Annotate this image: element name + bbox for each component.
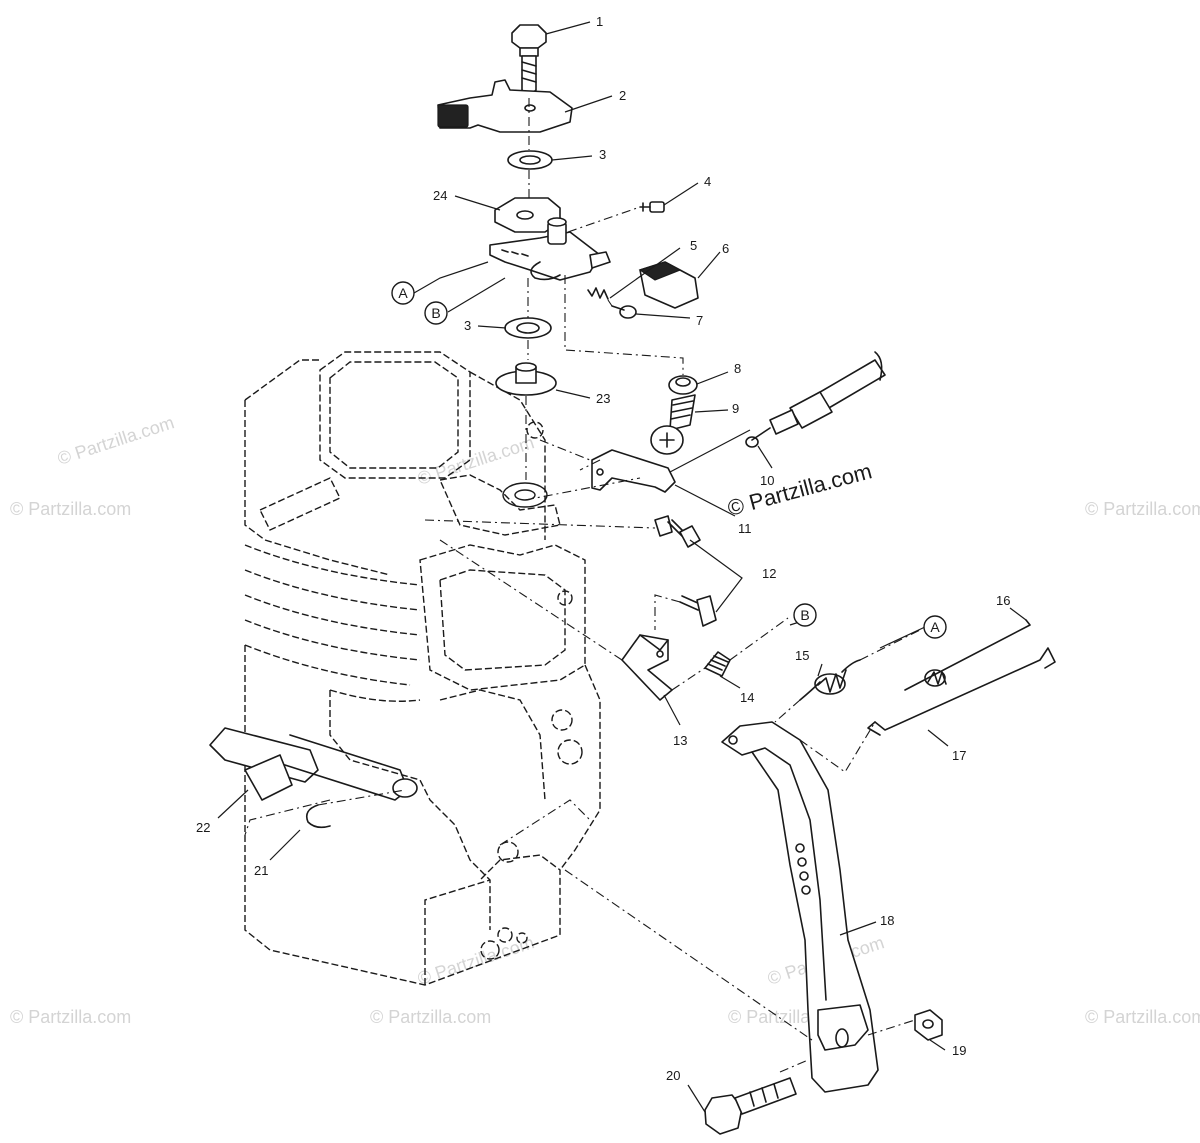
callout-10: 10 — [760, 473, 774, 488]
screw-9 — [650, 394, 696, 455]
bolt-12-lower — [679, 595, 717, 627]
callout-5: 5 — [690, 238, 697, 253]
callout-12: 12 — [762, 566, 776, 581]
lever-plate-2 — [437, 79, 573, 133]
ref-label-b-lower: B — [800, 607, 809, 623]
callout-7: 7 — [696, 313, 703, 328]
callout-17: 17 — [952, 748, 966, 763]
cable-bracket-11 — [591, 449, 676, 493]
callout-3-upper: 3 — [599, 147, 606, 162]
watermark-group: © Partzilla.com © Partzilla.com © Partzi… — [10, 412, 1200, 1027]
spring-15 — [799, 659, 861, 701]
knob-6 — [638, 261, 699, 309]
ref-marker-a-upper: A — [391, 281, 415, 305]
assembly-lines — [244, 98, 921, 1073]
callout-1: 1 — [596, 14, 603, 29]
callout-9: 9 — [732, 401, 739, 416]
bolt-1 — [511, 24, 547, 97]
callout-13: 13 — [673, 733, 687, 748]
callout-24: 24 — [433, 188, 447, 203]
watermark-right-mid: © Partzilla.com — [1085, 499, 1200, 519]
bracket-13 — [621, 634, 673, 701]
engine-block — [244, 351, 601, 986]
ref-marker-b-lower: B — [793, 603, 817, 627]
pedal-lever-18 — [721, 721, 879, 1093]
callout-21: 21 — [254, 863, 268, 878]
washer-3-lower — [504, 317, 552, 339]
throttle-arm-24 — [489, 197, 611, 281]
callout-20: 20 — [666, 1068, 680, 1083]
watermark-center-low: © Partzilla.com — [370, 1007, 491, 1027]
callout-18: 18 — [880, 913, 894, 928]
pedal-shaft-22 — [209, 727, 418, 801]
ref-marker-b-upper: B — [424, 301, 448, 325]
ref-label-a-lower: A — [930, 619, 940, 635]
leader-lines — [217, 21, 1027, 1113]
watermark-left-low: © Partzilla.com — [10, 1007, 131, 1027]
watermark-right-low: © Partzilla.com — [1085, 1007, 1200, 1027]
watermark-rot-center: © Partzilla.com — [415, 432, 537, 489]
bushing-23 — [495, 362, 557, 396]
link-rod-17 — [867, 647, 1056, 736]
callout-23: 23 — [596, 391, 610, 406]
copyright-credit: © Partzilla.com — [725, 458, 875, 521]
callout-14: 14 — [740, 690, 754, 705]
callout-19: 19 — [952, 1043, 966, 1058]
nut-8 — [668, 375, 698, 395]
bolt-12-upper — [654, 515, 701, 548]
screw-7 — [611, 305, 637, 319]
return-rod-16 — [904, 619, 1031, 691]
callout-2: 2 — [619, 88, 626, 103]
callout-15: 15 — [795, 648, 809, 663]
nut-19 — [914, 1009, 943, 1041]
callout-numbers: 1 2 3 4 24 5 6 7 3 8 23 9 10 11 12 15 16… — [196, 14, 1010, 1083]
callout-4: 4 — [704, 174, 711, 189]
callout-3-lower: 3 — [464, 318, 471, 333]
throttle-cable — [751, 351, 886, 441]
callout-11: 11 — [738, 521, 752, 536]
watermark-left-mid: © Partzilla.com — [10, 499, 131, 519]
watermark-rot-left: © Partzilla.com — [55, 412, 177, 469]
washer-3-upper — [507, 150, 553, 170]
spring-5 — [587, 287, 609, 300]
ref-marker-a-lower: A — [923, 615, 947, 639]
circlip-10 — [745, 436, 759, 448]
bolt-20 — [704, 1077, 797, 1135]
callout-16: 16 — [996, 593, 1010, 608]
e-clip-21 — [305, 804, 331, 829]
ref-label-a-upper: A — [398, 285, 408, 301]
ref-label-b-upper: B — [431, 305, 440, 321]
callout-22: 22 — [196, 820, 210, 835]
callout-8: 8 — [734, 361, 741, 376]
screw-4 — [639, 201, 665, 213]
spring-14 — [704, 651, 731, 677]
callout-6: 6 — [722, 241, 729, 256]
